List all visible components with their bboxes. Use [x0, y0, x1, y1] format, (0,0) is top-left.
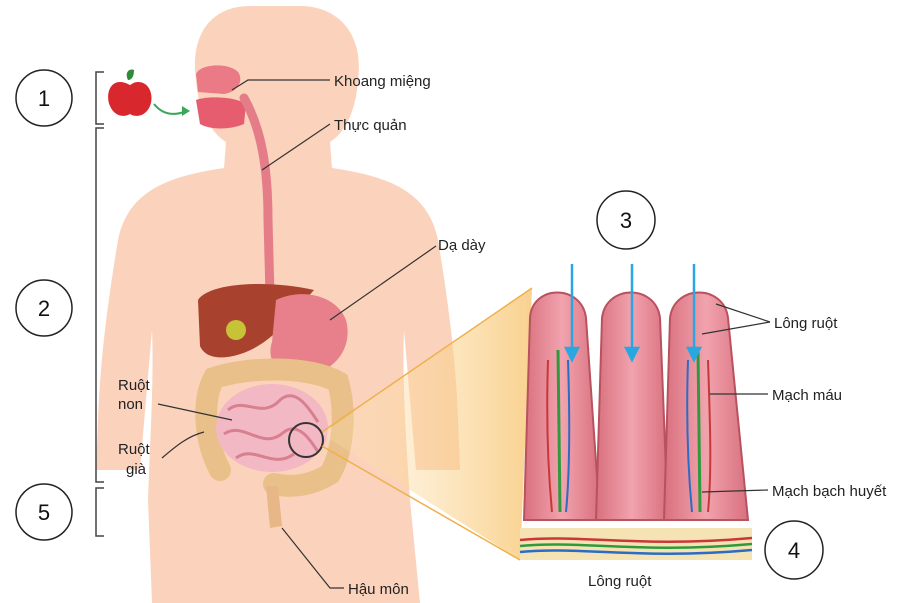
bracket-5	[95, 487, 104, 537]
label-small-intestine-line1: Ruột	[118, 377, 151, 394]
small-intestine-folds	[223, 394, 320, 461]
mouth-organ	[196, 65, 241, 94]
leader-lines	[157, 79, 771, 589]
step-number-5: 5	[38, 500, 50, 525]
absorption-arrows	[563, 264, 703, 363]
label-villi-top: Lông ruột	[774, 315, 838, 332]
zoom-wedge	[322, 288, 532, 560]
step-circle-1: 1	[15, 69, 73, 127]
step-number-3: 3	[620, 208, 632, 233]
label-small-intestine-line2: non	[118, 396, 143, 413]
large-intestine-organ	[195, 358, 354, 497]
step-circle-2: 2	[15, 279, 73, 337]
zoom-wedge-edge-top	[321, 287, 533, 433]
esophagus-organ	[239, 93, 275, 301]
step-number-1: 1	[38, 86, 50, 111]
step-circle-5: 5	[15, 483, 73, 541]
step-number-2: 2	[38, 296, 50, 321]
step-circle-3: 3	[596, 190, 656, 250]
zoom-wedge-edge-bottom	[321, 445, 521, 561]
rectum-organ	[266, 486, 282, 528]
villi-illustration	[519, 291, 753, 560]
label-stomach: Dạ dày	[438, 237, 486, 254]
step-number-4: 4	[788, 538, 800, 563]
label-blood-vessel: Mạch máu	[772, 387, 842, 404]
apple-arrow	[153, 103, 185, 115]
step-circle-4: 4	[764, 520, 824, 580]
stomach-organ	[270, 294, 348, 376]
label-large-intestine-line1: Ruột	[118, 441, 151, 458]
tongue-organ	[196, 97, 246, 129]
apple-icon	[108, 69, 152, 116]
label-esophagus: Thực quản	[334, 117, 407, 134]
label-large-intestine-line2: già	[126, 461, 147, 478]
label-mouth: Khoang miệng	[334, 73, 431, 90]
label-anus: Hậu môn	[348, 581, 409, 598]
bracket-1	[95, 71, 104, 125]
label-villi-caption: Lông ruột	[588, 573, 652, 590]
zoom-circle	[288, 422, 324, 458]
label-lymph-vessel: Mạch bạch huyết	[772, 483, 887, 500]
bracket-2	[95, 127, 104, 483]
gallbladder-organ	[226, 320, 246, 340]
apple-arrow-head	[182, 106, 190, 116]
